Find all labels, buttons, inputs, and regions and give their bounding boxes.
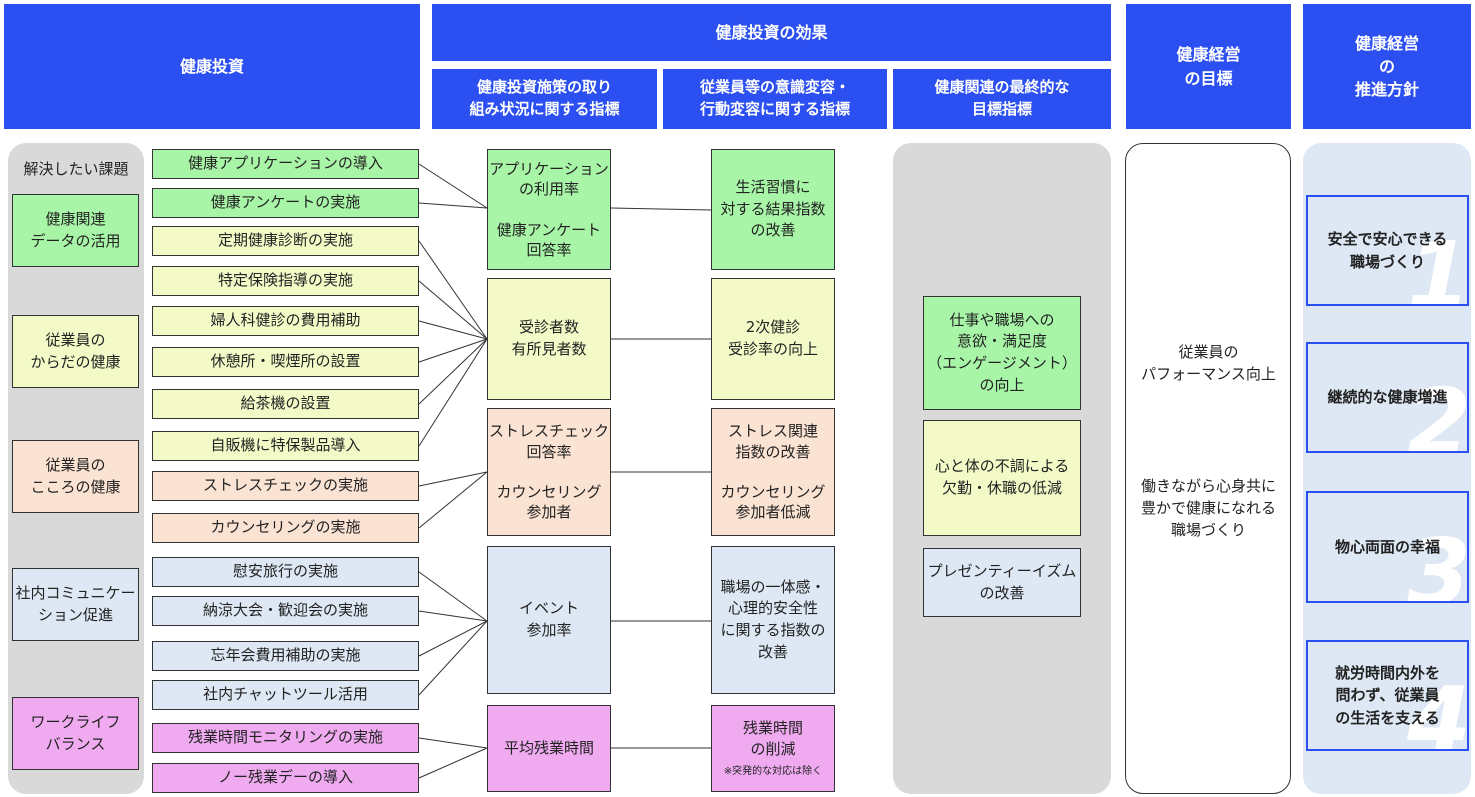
policy-box: 3 物心両面の幸福 (1306, 491, 1469, 603)
measure-box: 自販機に特保製品導入 (152, 431, 419, 461)
goal-text: 従業員の パフォーマンス向上 (1141, 343, 1276, 383)
header-goal: 健康経営 の目標 (1126, 4, 1291, 129)
measure-indicator-box: ストレスチェック 回答率 カウンセリング 参加者 (487, 408, 611, 536)
policy-text: 安全で安心できる 職場づくり (1327, 230, 1448, 271)
behavior-indicator-text: 残業時間 の削減 (742, 718, 803, 759)
measure-indicator-box: 平均残業時間 (487, 705, 611, 792)
measure-box: 定期健康診断の実施 (152, 226, 419, 256)
policy-box: 1 安全で安心できる 職場づくり (1306, 195, 1469, 306)
measure-indicator-box: 受診者数 有所見者数 (487, 278, 611, 400)
measure-indicator-box: イベント 参加率 (487, 546, 611, 694)
header-indicator-behavior: 従業員等の意識変容・ 行動変容に関する指標 (663, 69, 887, 129)
policy-number: 2 (1406, 369, 1469, 453)
header-policy: 健康経営 の 推進方針 (1303, 4, 1471, 129)
measure-box: 社内チャットツール活用 (152, 680, 419, 710)
header-effect: 健康投資の効果 (432, 4, 1111, 61)
measure-box: 忘年会費用補助の実施 (152, 641, 419, 671)
header-indicator-final: 健康関連の最終的な 目標指標 (893, 69, 1111, 129)
policy-number: 4 (1406, 667, 1469, 751)
behavior-indicator-box: 残業時間 の削減 ※突発的な対応は除く (711, 705, 835, 792)
behavior-indicator-note: ※突発的な対応は除く (723, 766, 823, 777)
measure-box: カウンセリングの実施 (152, 513, 419, 543)
measure-box: 婦人科健診の費用補助 (152, 306, 419, 336)
measure-box: 慰安旅行の実施 (152, 557, 419, 587)
policy-box: 2 継続的な健康増進 (1306, 342, 1469, 453)
issue-box: 健康関連 データの活用 (12, 194, 139, 267)
issue-box: 従業員の こころの健康 (12, 440, 139, 513)
issue-box: 社内コミュニケー ション促進 (12, 568, 139, 641)
header-investment: 健康投資 (4, 4, 420, 129)
policy-text: 継続的な健康増進 (1327, 388, 1448, 407)
measure-box: ストレスチェックの実施 (152, 471, 419, 501)
measure-box: 残業時間モニタリングの実施 (152, 723, 419, 753)
goal-text: 働きながら心身共に 豊かで健康になれる 職場づくり (1140, 477, 1276, 539)
measure-box: ノー残業デーの導入 (152, 763, 419, 793)
measure-box: 特定保険指導の実施 (152, 266, 419, 296)
measure-box: 健康アンケートの実施 (152, 188, 419, 218)
behavior-indicator-box: ストレス関連 指数の改善 カウンセリング 参加者低減 (711, 408, 835, 536)
measure-box: 給茶機の設置 (152, 389, 419, 419)
policy-number: 1 (1406, 222, 1469, 306)
policy-text: 就労時間内外を 問わず、従業員 の生活を支える (1334, 663, 1440, 727)
behavior-indicator-box: 2次健診 受診率の向上 (711, 278, 835, 400)
behavior-indicator-box: 生活習慣に 対する結果指数 の改善 (711, 149, 835, 270)
final-indicator-box: 仕事や職場への 意欲・満足度 （エンゲージメント） の向上 (923, 296, 1081, 410)
issue-box: ワークライフ バランス (12, 697, 139, 770)
issues-title: 解決したい課題 (23, 160, 129, 178)
behavior-indicator-box: 職場の一体感・ 心理的安全性 に関する指数の 改善 (711, 546, 835, 694)
measure-indicator-box: アプリケーション の利用率 健康アンケート 回答率 (487, 149, 611, 270)
policy-box: 4 就労時間内外を 問わず、従業員 の生活を支える (1306, 640, 1469, 751)
policy-text: 物心両面の幸福 (1334, 537, 1440, 556)
header-indicator-measures: 健康投資施策の取り 組み状況に関する指標 (432, 69, 657, 129)
policy-number: 3 (1406, 519, 1469, 603)
final-indicator-box: 心と体の不調による 欠勤・休職の低減 (923, 420, 1081, 536)
measure-box: 納涼大会・歓迎会の実施 (152, 596, 419, 626)
measure-box: 健康アプリケーションの導入 (152, 149, 419, 179)
final-indicator-box: プレゼンティーイズム の改善 (923, 548, 1081, 617)
goal-panel (1125, 143, 1291, 794)
issue-box: 従業員の からだの健康 (12, 315, 139, 388)
measure-box: 休憩所・喫煙所の設置 (152, 347, 419, 377)
